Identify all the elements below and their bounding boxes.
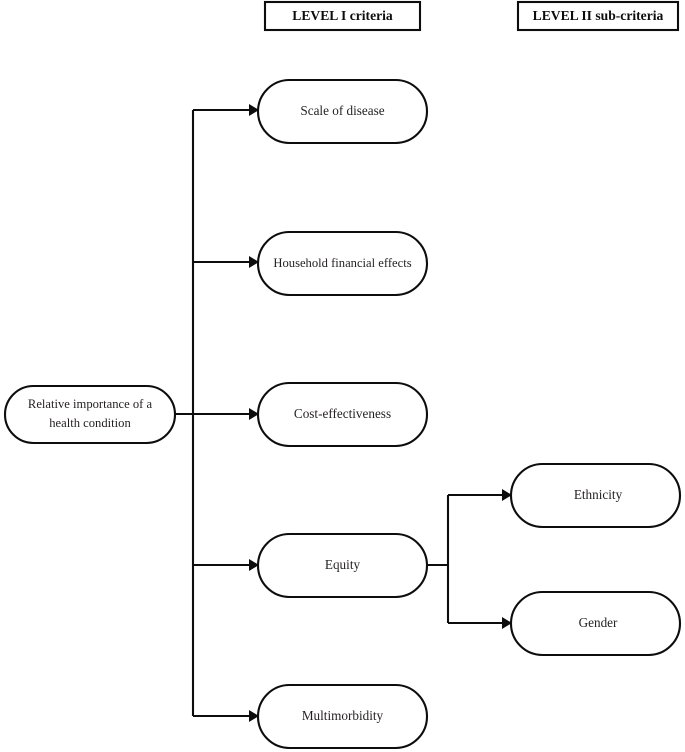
- node-multimorbidity-label: Multimorbidity: [302, 708, 384, 723]
- connector-group-level-1: [175, 104, 259, 722]
- node-household-financial-effects[interactable]: Household financial effects: [256, 230, 429, 297]
- column-header-level-2-label: LEVEL II sub-criteria: [533, 8, 664, 23]
- node-equity-label: Equity: [325, 557, 361, 572]
- node-cost-effectiveness[interactable]: Cost-effectiveness: [256, 381, 429, 448]
- node-scale-of-disease-shape[interactable]: [256, 78, 429, 145]
- node-household-financial-effects-label: Household financial effects: [273, 256, 411, 270]
- column-header-level-1-label: LEVEL I criteria: [292, 8, 393, 23]
- node-ethnicity-shape[interactable]: [509, 462, 682, 529]
- column-header-level-1-box: [263, 0, 422, 32]
- node-gender-label: Gender: [579, 615, 618, 630]
- node-root-label-line2: health condition: [49, 416, 131, 430]
- column-header-level-1: LEVEL I criteria: [263, 0, 422, 32]
- arrowhead-scale-of-disease: [249, 104, 259, 116]
- node-cost-effectiveness-shape[interactable]: [256, 381, 429, 448]
- node-scale-of-disease-label: Scale of disease: [300, 103, 384, 118]
- connector-group-level-2: [428, 489, 512, 629]
- node-equity[interactable]: Equity: [256, 532, 429, 599]
- node-ethnicity[interactable]: Ethnicity: [509, 462, 682, 529]
- arrowhead-multimorbidity: [249, 710, 259, 722]
- node-ethnicity-label: Ethnicity: [574, 487, 623, 502]
- node-root-shape[interactable]: [3, 384, 177, 445]
- node-gender-shape[interactable]: [509, 590, 682, 657]
- node-scale-of-disease[interactable]: Scale of disease: [256, 78, 429, 145]
- arrowhead-gender: [502, 617, 512, 629]
- column-header-level-2: LEVEL II sub-criteria: [516, 0, 680, 32]
- node-gender[interactable]: Gender: [509, 590, 682, 657]
- arrowhead-cost-effectiveness: [249, 408, 259, 420]
- node-cost-effectiveness-label: Cost-effectiveness: [294, 406, 391, 421]
- node-multimorbidity[interactable]: Multimorbidity: [256, 683, 429, 750]
- node-household-financial-effects-shape[interactable]: [256, 230, 429, 297]
- node-root[interactable]: Relative importance of a health conditio…: [3, 384, 177, 445]
- node-root-label-line1: Relative importance of a: [28, 397, 153, 411]
- arrowhead-ethnicity: [502, 489, 512, 501]
- arrowhead-equity: [249, 559, 259, 571]
- node-equity-shape[interactable]: [256, 532, 429, 599]
- node-multimorbidity-shape[interactable]: [256, 683, 429, 750]
- column-header-level-2-box: [516, 0, 680, 32]
- arrowhead-household-financial-effects: [249, 256, 259, 268]
